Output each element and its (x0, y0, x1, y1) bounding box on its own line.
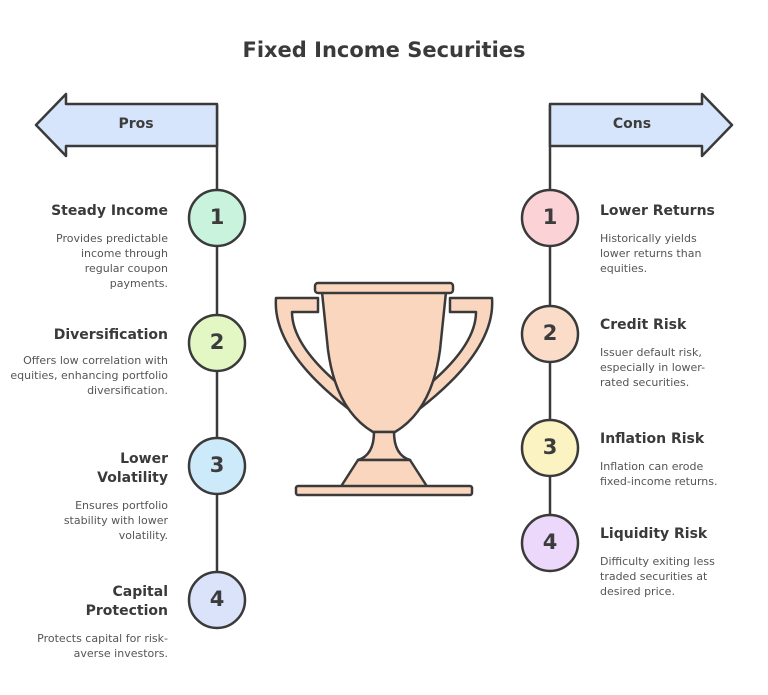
cons-arrow (548, 92, 734, 158)
pros-item-3-desc: Ensures portfolio stability with lower v… (63, 499, 168, 542)
pros-number-3: 3 (209, 453, 225, 477)
cons-label: Cons (612, 116, 652, 132)
pros-item-2: Diversification Offers low correlation w… (8, 326, 168, 398)
cons-item-1-desc: Historically yields lower returns than e… (600, 232, 702, 275)
cons-item-1: Lower Returns Historically yields lower … (600, 202, 760, 276)
cons-circle-4 (520, 513, 580, 573)
pros-number-1: 1 (209, 205, 225, 229)
cons-item-3-title: Inflation Risk (600, 431, 705, 447)
pros-number-4: 4 (209, 587, 225, 611)
page-title: Fixed Income Securities (242, 38, 526, 62)
cons-number-3: 3 (542, 435, 558, 459)
pros-item-4-desc: Protects capital for risk-averse investo… (37, 632, 168, 660)
cons-item-2-desc: Issuer default risk, especially in lower… (600, 346, 706, 389)
pros-item-2-title: Diversification (53, 327, 168, 343)
pros-item-4-title: Capital Protection (85, 584, 168, 619)
pros-arrow (34, 92, 219, 158)
pros-item-4: Capital Protection Protects capital for … (8, 583, 168, 661)
cons-item-4-title: Liquidity Risk (600, 526, 708, 542)
cons-item-3: Inflation Risk Inflation can erode fixed… (600, 430, 760, 489)
cons-number-2: 2 (542, 321, 558, 345)
cons-number-1: 1 (542, 205, 558, 229)
pros-number-2: 2 (209, 330, 225, 354)
trophy-icon (274, 281, 494, 497)
pros-label: Pros (118, 116, 154, 132)
pros-item-1-desc: Provides predictable income through regu… (56, 232, 168, 290)
cons-item-1-title: Lower Returns (600, 203, 715, 219)
cons-circle-2 (520, 304, 580, 364)
pros-item-2-desc: Offers low correlation with equities, en… (10, 354, 168, 397)
pros-item-3: Lower Volatility Ensures portfolio stabi… (8, 450, 168, 543)
cons-item-4: Liquidity Risk Difficulty exiting less t… (600, 525, 760, 599)
pros-circle-2 (187, 313, 247, 373)
cons-circle-1 (520, 188, 580, 248)
pros-item-1-title: Steady Income (51, 203, 168, 219)
pros-circle-3 (187, 436, 247, 496)
cons-circle-3 (520, 418, 580, 478)
pros-circle-1 (187, 188, 247, 248)
cons-number-4: 4 (542, 530, 558, 554)
pros-circle-4 (187, 570, 247, 630)
cons-item-4-desc: Difficulty exiting less traded securitie… (600, 555, 715, 598)
cons-item-2: Credit Risk Issuer default risk, especia… (600, 316, 760, 390)
cons-item-2-title: Credit Risk (600, 317, 687, 333)
pros-item-1: Steady Income Provides predictable incom… (8, 202, 168, 291)
cons-item-3-desc: Inflation can erode fixed-income returns… (600, 460, 718, 488)
pros-item-3-title: Lower Volatility (97, 451, 168, 486)
